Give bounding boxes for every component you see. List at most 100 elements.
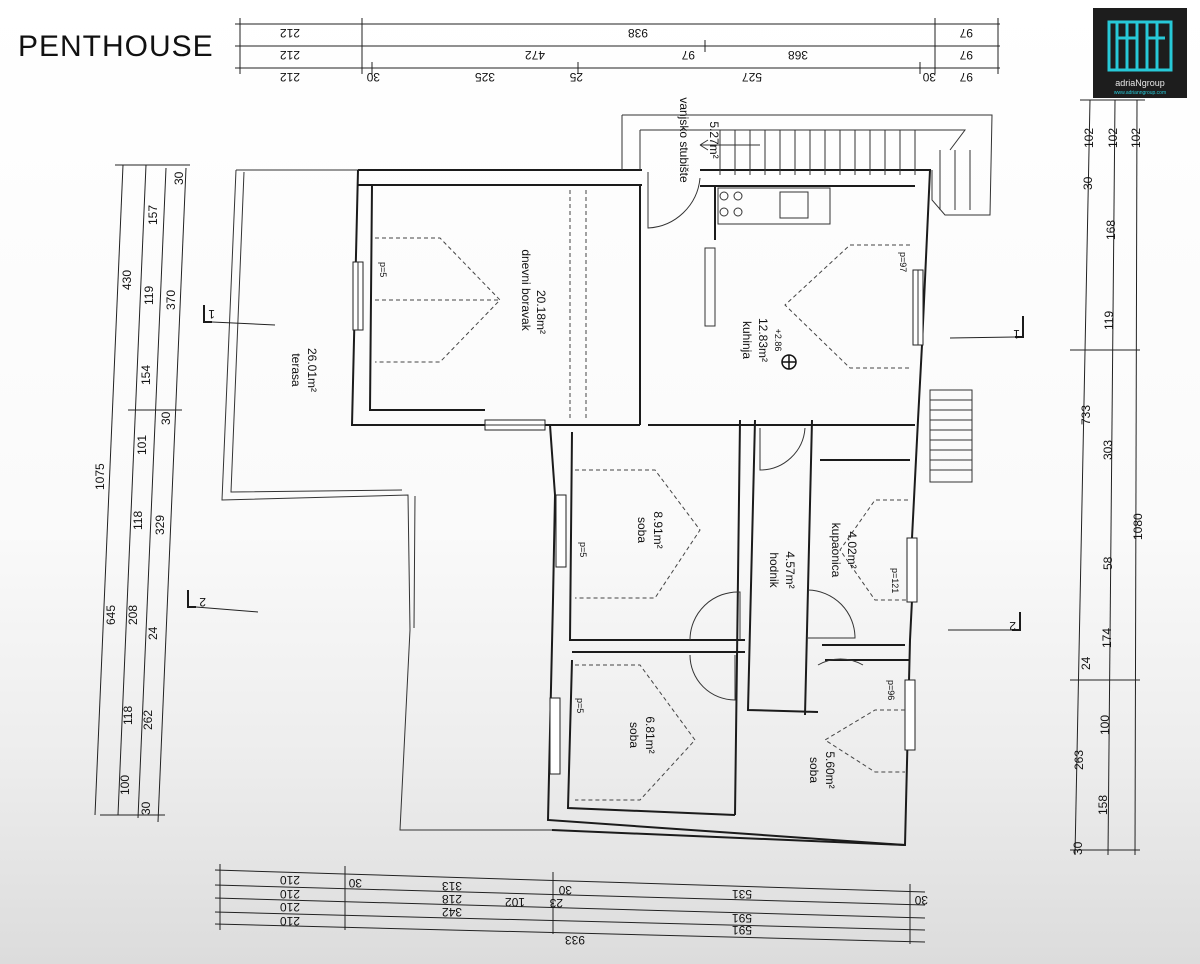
doors [647, 172, 864, 701]
dim-left-b3: 154 [139, 365, 153, 385]
terrace-outline [221, 169, 555, 831]
external-stairs [621, 114, 993, 483]
room-name-soba-1: soba [635, 517, 649, 543]
dim-left-b6: 208 [126, 605, 140, 625]
dim-top-3g: 97 [959, 70, 973, 84]
dim-right-c1: 102 [1129, 128, 1143, 148]
dim-bot-1b: 30 [348, 876, 362, 890]
parapet-label-1: p=5 [378, 262, 388, 277]
section-mark-2-right: 2 [1009, 619, 1016, 633]
parapet-label-3: p=5 [578, 542, 588, 557]
dim-right-c4: 30 [1071, 841, 1085, 855]
parapet-label-5: p=5 [575, 698, 585, 713]
room-area-soba-1: 8.91m² [651, 511, 665, 548]
dim-left-b4: 101 [135, 435, 149, 455]
left-dimensions: 1075 430 645 157 119 154 101 118 208 118… [93, 164, 190, 823]
room-area-hodnik: 4.57m² [783, 551, 797, 588]
dim-right-b5: 58 [1101, 556, 1115, 570]
dim-left-a1: 430 [120, 270, 134, 290]
dim-right-b4: 303 [1101, 440, 1115, 460]
level-marker-icon [781, 354, 797, 370]
dim-right-c2: 30 [1081, 176, 1095, 190]
room-area-terasa: 26.01m² [305, 348, 319, 392]
room-area-soba-2: 6.81m² [643, 716, 657, 753]
section-mark-1-left: 1 [208, 307, 215, 321]
dim-bot-2b: 218 [442, 892, 462, 906]
parapet-labels: p=5 p=97 p=5 p=121 p=5 p=96 [378, 252, 908, 713]
dim-top-3c: 325 [475, 70, 495, 84]
dim-bot-3a: 210 [280, 900, 300, 914]
dim-right-a2: 733 [1079, 405, 1093, 425]
logo-mark-icon [1107, 20, 1173, 72]
dim-top-3d: 25 [569, 70, 583, 84]
dim-bot-2c: 102 [505, 895, 525, 909]
dim-bot-4b: 591 [732, 923, 752, 937]
dim-left-c6: 262 [141, 710, 155, 730]
room-area-soba-3: 5.60m² [823, 751, 837, 788]
dim-top-2d: 368 [788, 48, 808, 62]
room-labels: dnevni boravak 20.18m² kuhinja 12.83m² +… [289, 97, 859, 788]
dim-top-2c: 97 [681, 48, 695, 62]
parapet-label-4: p=121 [890, 568, 900, 593]
dim-left-b5: 118 [131, 511, 145, 530]
dim-top-1b: 938 [628, 26, 648, 40]
dim-left-a2: 645 [104, 605, 118, 625]
logo-text: adriaNgroup [1115, 78, 1165, 88]
dim-right-b1: 102 [1106, 128, 1120, 148]
dim-bot-3b: 342 [442, 905, 462, 919]
bottom-dimensions: 210 30 313 30 531 30 210 218 102 23 210 … [214, 864, 928, 947]
top-dimensions: 212 938 97 212 472 97 368 97 212 30 325 … [235, 18, 1000, 84]
dim-bot-2a: 210 [280, 887, 300, 901]
room-name-soba-2: soba [627, 722, 641, 748]
parapet-label-6: p=96 [886, 680, 896, 700]
room-name-dnevni-boravak: dnevni boravak [519, 249, 533, 331]
dim-left-c7: 30 [139, 801, 153, 815]
dim-right-b6: 174 [1100, 628, 1114, 648]
dim-right-a3: 263 [1072, 750, 1086, 770]
dim-left-c4: 329 [153, 515, 167, 535]
dim-top-3b: 30 [366, 70, 380, 84]
dim-right-total: 1080 [1131, 513, 1145, 540]
dim-right-b8: 158 [1096, 795, 1110, 815]
right-dimensions: 102 733 263 102 168 119 303 58 174 100 1… [1070, 99, 1145, 856]
room-name-soba-3: soba [807, 757, 821, 783]
dim-left-total: 1075 [93, 463, 107, 490]
dim-left-c3: 30 [159, 411, 173, 425]
room-level-kuhinja: +2.86 [773, 329, 783, 352]
dim-right-c3: 24 [1079, 656, 1093, 670]
dim-top-2b: 472 [525, 48, 545, 62]
plan-title: PENTHOUSE [18, 30, 214, 63]
dim-left-c2: 370 [164, 290, 178, 310]
dim-top-2e: 97 [959, 48, 973, 62]
parapet-label-2: p=97 [898, 252, 908, 272]
section-mark-1-right: 1 [1013, 327, 1020, 341]
section-mark-2-left: 2 [199, 595, 206, 609]
dim-right-b7: 100 [1098, 715, 1112, 735]
dim-top-3f: 30 [922, 70, 936, 84]
dim-top-1a: 212 [280, 26, 300, 40]
room-name-hodnik: hodnik [767, 552, 781, 588]
dim-bot-1c: 313 [442, 879, 462, 893]
room-name-kuhinja: kuhinja [740, 321, 754, 359]
room-name-vanjsko-stubiste: vanjsko stubište [677, 97, 691, 183]
room-area-kuhinja: 12.83m² [756, 318, 770, 362]
dim-left-b8: 100 [118, 775, 132, 795]
dim-left-b1: 157 [146, 205, 160, 225]
dim-bot-1f: 30 [914, 893, 928, 907]
room-name-kupaonica: kupaonica [829, 523, 843, 578]
section-marks: 1 1 2 2 [187, 305, 1024, 633]
windows [352, 261, 924, 775]
room-area-kupaonica: 4.02m² [845, 531, 859, 568]
dashed-outlines [375, 190, 910, 801]
dim-bot-4a: 210 [280, 914, 300, 928]
room-area-dnevni-boravak: 20.18m² [534, 290, 548, 334]
dim-left-c5: 24 [146, 626, 160, 640]
dim-right-b2: 168 [1104, 220, 1118, 240]
dim-top-1c: 97 [959, 26, 973, 40]
dim-top-3e: 527 [742, 70, 762, 84]
dim-right-a1: 102 [1082, 128, 1096, 148]
kitchen-fittings [704, 187, 831, 327]
dim-left-b7: 118 [121, 706, 135, 725]
